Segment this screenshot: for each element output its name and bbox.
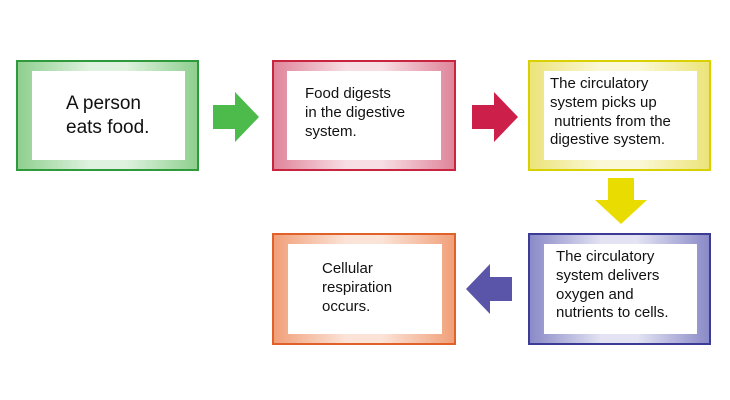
- step-5-line-3: occurs.: [322, 297, 371, 315]
- step-1-line-1: A person: [66, 93, 141, 114]
- step-5-line-1: Cellular: [322, 260, 373, 277]
- step-4-line-4: nutrients to cells.: [556, 304, 669, 322]
- step-4-box: The circulatory system delivers oxygen a…: [528, 233, 711, 345]
- arrow-2-shape: [472, 92, 518, 142]
- step-3-line-3: nutrients from the: [550, 112, 671, 130]
- step-4-line-2: system delivers: [556, 266, 660, 284]
- step-1-line-2: eats food.: [66, 116, 150, 138]
- step-2-line-2: in the digestive: [305, 103, 406, 121]
- arrow-right-icon: [213, 92, 259, 142]
- step-2-text: Food digests in the digestive system.: [287, 71, 441, 160]
- step-5-box: Cellular respiration occurs.: [272, 233, 456, 345]
- step-3-box: The circulatory system picks up nutrient…: [528, 60, 711, 171]
- step-1-box: A person eats food.: [16, 60, 199, 171]
- step-3-text: The circulatory system picks up nutrient…: [544, 71, 697, 160]
- step-1-text: A person eats food.: [32, 71, 185, 160]
- arrow-left-icon: [466, 264, 512, 314]
- arrow-1-shape: [213, 92, 259, 142]
- step-3-line-2: system picks up: [550, 93, 657, 111]
- step-3-line-1: The circulatory: [550, 75, 649, 92]
- arrow-3-shape: [595, 178, 647, 224]
- step-4-line-3: oxygen and: [556, 285, 634, 303]
- arrow-right-icon: [472, 92, 518, 142]
- step-2-line-1: Food digests: [305, 85, 391, 102]
- step-4-text: The circulatory system delivers oxygen a…: [544, 244, 697, 334]
- step-2-line-3: system.: [305, 122, 357, 140]
- step-4-line-1: The circulatory: [556, 248, 655, 265]
- step-5-line-2: respiration: [322, 278, 393, 296]
- step-5-text: Cellular respiration occurs.: [288, 244, 442, 334]
- step-3-line-4: digestive system.: [550, 131, 666, 149]
- arrow-4-shape: [466, 264, 512, 314]
- arrow-down-icon: [595, 178, 647, 224]
- step-2-box: Food digests in the digestive system.: [272, 60, 456, 171]
